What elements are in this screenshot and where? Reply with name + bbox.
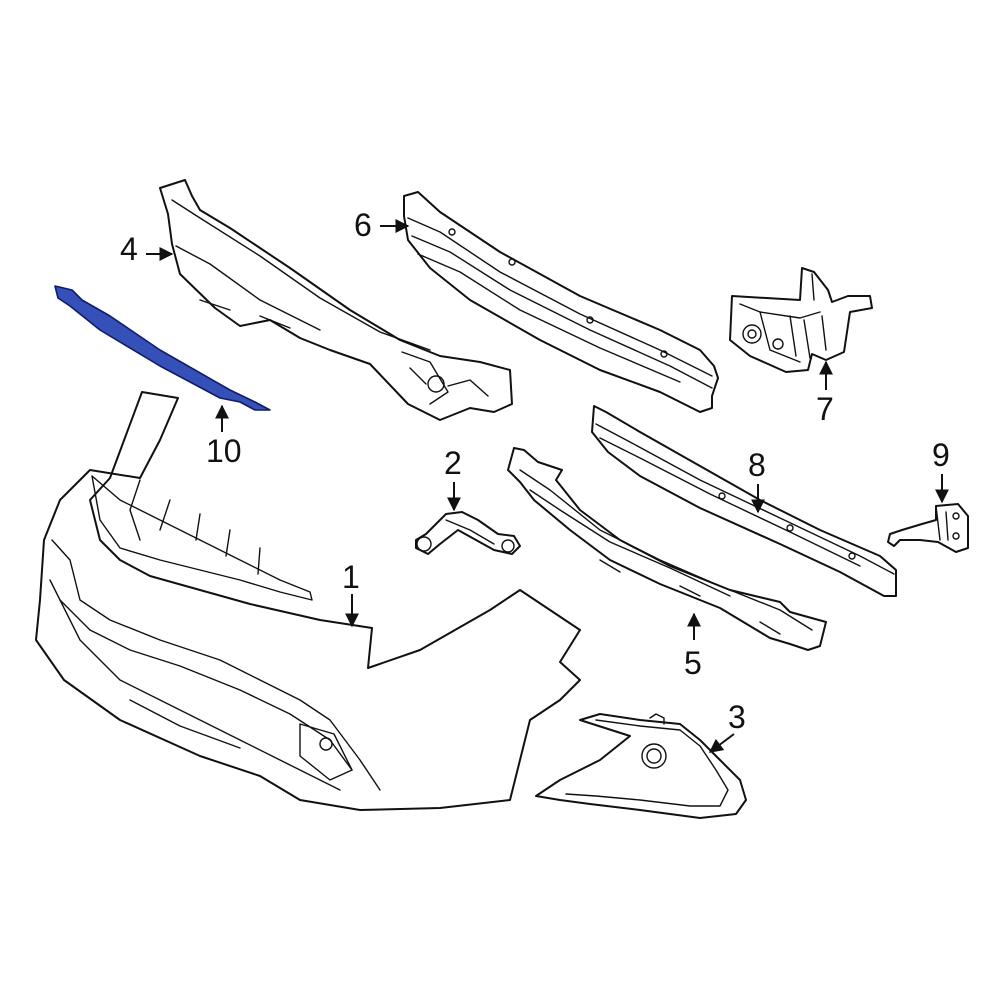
callout-2: 2 [444,445,462,481]
part-2-bracket[interactable] [415,511,521,555]
callout-group-1: 1 [342,559,360,628]
callout-group-5: 5 [684,612,702,681]
callout-9: 9 [932,437,950,473]
callout-3: 3 [728,699,746,735]
callout-10: 10 [206,433,242,469]
callout-4: 4 [120,231,138,267]
callout-1: 1 [342,559,360,595]
part-8-reinforcement[interactable] [591,405,897,597]
part-7-bracket[interactable] [729,267,873,373]
callout-7: 7 [816,391,834,427]
callout-group-8: 8 [748,447,766,514]
callout-group-9: 9 [932,437,950,504]
callout-8: 8 [748,447,766,483]
callout-group-3: 3 [708,699,746,753]
callout-5: 5 [684,645,702,681]
part-9-bracket[interactable] [887,503,969,553]
callout-group-2: 2 [444,445,462,512]
part-10-strip[interactable] [54,285,271,411]
callout-group-6: 6 [354,207,410,243]
part-3-bezel[interactable] [535,713,747,819]
callout-group-4: 4 [120,231,174,267]
callout-6: 6 [354,207,372,243]
part-1-bumper-cover[interactable] [35,391,581,811]
callout-group-7: 7 [816,360,834,427]
part-6-reinforcement[interactable] [403,191,719,413]
callout-group-10: 10 [206,404,242,469]
part-4-absorber[interactable] [159,179,513,421]
part-5-absorber[interactable] [507,447,827,651]
